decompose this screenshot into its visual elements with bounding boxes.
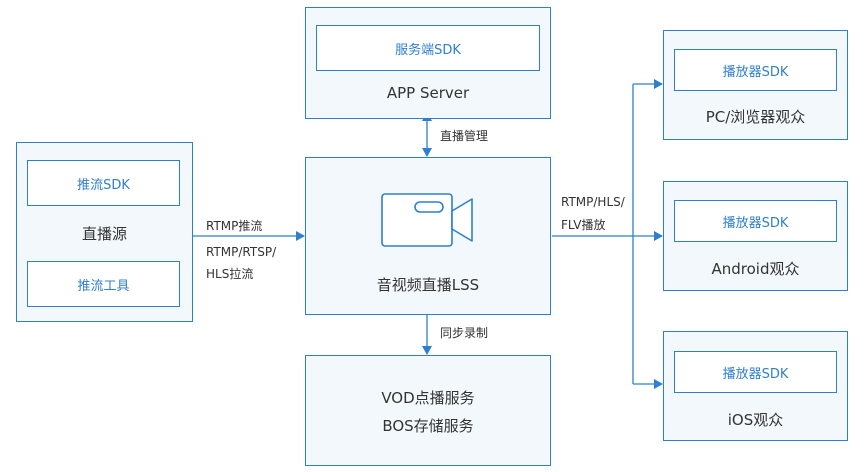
pull-label-2: HLS拉流: [206, 267, 254, 281]
android-viewer-title: Android观众: [711, 260, 800, 278]
app-server-box: 服务端SDK APP Server: [305, 7, 551, 119]
play-label-1: RTMP/HLS/: [561, 195, 625, 209]
push-sdk-box: 推流SDK: [27, 160, 180, 206]
push-label: RTMP推流: [206, 219, 263, 233]
play-label-2: FLV播放: [561, 218, 606, 232]
lss-title: 音视频直播LSS: [376, 276, 480, 294]
storage-box: VOD点播服务 BOS存储服务: [305, 355, 551, 466]
ios-player-sdk-box: 播放器SDK: [674, 351, 837, 393]
lss-box: 音视频直播LSS: [305, 157, 551, 315]
live-source-box: 推流SDK 直播源 推流工具: [16, 142, 193, 322]
record-label: 同步录制: [440, 326, 489, 340]
ios-viewer-box: 播放器SDK iOS观众: [663, 331, 848, 441]
video-camera-icon: [381, 193, 473, 247]
manage-label: 直播管理: [440, 129, 489, 143]
vod-service-label: VOD点播服务: [381, 389, 475, 407]
pc-player-sdk-box: 播放器SDK: [674, 49, 837, 91]
pc-viewer-title: PC/浏览器观众: [705, 108, 806, 126]
bos-service-label: BOS存储服务: [382, 417, 474, 435]
app-server-title: APP Server: [386, 84, 470, 102]
android-player-sdk-box: 播放器SDK: [674, 200, 837, 242]
push-tool-box: 推流工具: [27, 261, 180, 307]
server-sdk-box: 服务端SDK: [316, 25, 540, 71]
pc-viewer-box: 播放器SDK PC/浏览器观众: [663, 30, 848, 140]
live-source-title: 直播源: [81, 225, 127, 243]
pull-label-1: RTMP/RTSP/: [206, 245, 277, 259]
ios-viewer-title: iOS观众: [727, 411, 784, 429]
android-viewer-box: 播放器SDK Android观众: [663, 181, 848, 291]
